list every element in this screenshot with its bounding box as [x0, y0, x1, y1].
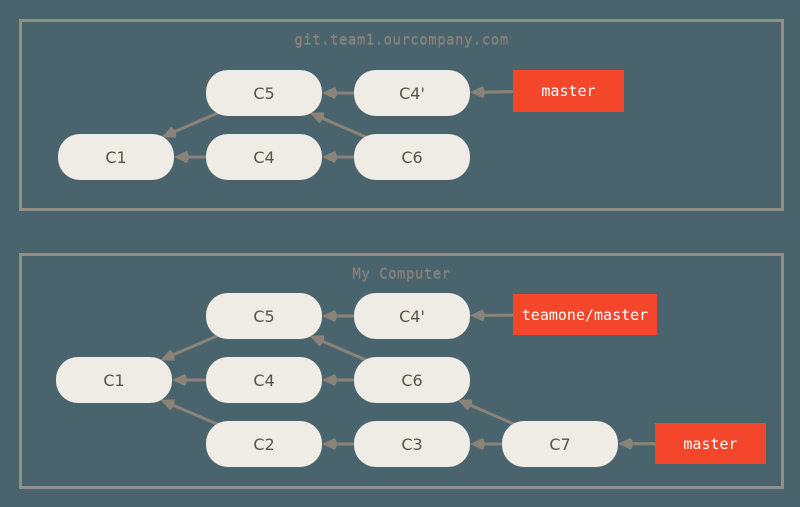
ref-label-teamone-master[interactable]: teamone/master: [513, 294, 657, 335]
commit-node-c1[interactable]: C1: [56, 357, 172, 403]
commit-node-c6[interactable]: C6: [354, 134, 470, 180]
panel-title-local: My Computer: [352, 266, 451, 282]
panel-local: My Computer: [19, 253, 784, 489]
ref-label-master[interactable]: master: [513, 70, 624, 112]
commit-node-c4-prime[interactable]: C4': [354, 70, 470, 116]
commit-node-c4[interactable]: C4: [206, 357, 322, 403]
ref-label-master[interactable]: master: [655, 423, 766, 464]
commit-node-c2[interactable]: C2: [206, 421, 322, 467]
panel-title-remote: git.team1.ourcompany.com: [294, 32, 509, 48]
panel-remote: git.team1.ourcompany.com: [19, 19, 784, 211]
commit-node-c6[interactable]: C6: [354, 357, 470, 403]
commit-node-c5[interactable]: C5: [206, 293, 322, 339]
commit-node-c1[interactable]: C1: [58, 134, 174, 180]
commit-node-c7[interactable]: C7: [502, 421, 618, 467]
commit-node-c4-prime[interactable]: C4': [354, 293, 470, 339]
commit-node-c3[interactable]: C3: [354, 421, 470, 467]
commit-node-c4[interactable]: C4: [206, 134, 322, 180]
commit-node-c5[interactable]: C5: [206, 70, 322, 116]
